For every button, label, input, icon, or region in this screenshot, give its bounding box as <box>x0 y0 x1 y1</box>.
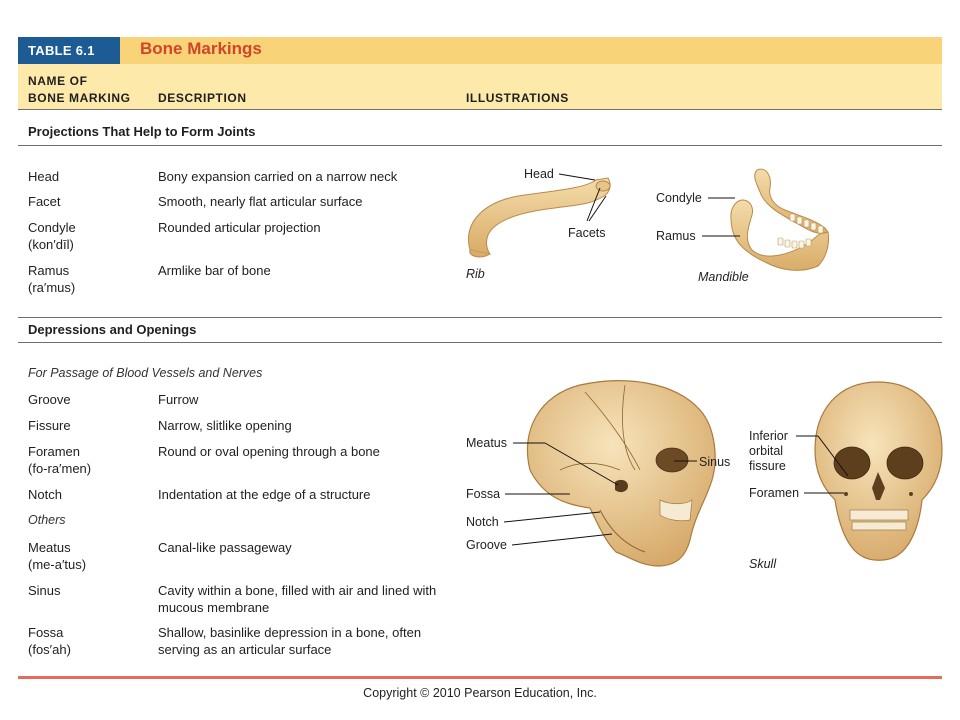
rib-label-facets: Facets <box>568 226 606 240</box>
subsection-others: Others <box>28 513 66 527</box>
desc-fossa: Shallow, basinlike depression in a bone,… <box>158 625 422 657</box>
section-divider <box>18 145 942 146</box>
term-head: Head <box>28 169 60 184</box>
skull-label-sinus: Sinus <box>699 455 730 469</box>
column-header-name-line2: BONE MARKING <box>28 91 131 105</box>
desc-facet: Smooth, nearly flat articular surface <box>158 194 363 209</box>
pron-ramus: (ra′mus) <box>28 280 76 295</box>
desc-sinus: Cavity within a bone, filled with air an… <box>158 583 437 615</box>
column-header-name-line1: NAME OF <box>28 74 88 88</box>
mandible-label-condyle: Condyle <box>656 191 702 205</box>
desc-head: Bony expansion carried on a narrow neck <box>158 169 398 184</box>
rib-caption: Rib <box>466 267 485 281</box>
desc-notch: Indentation at the edge of a structure <box>158 487 371 502</box>
column-header-illustrations: ILLUSTRATIONS <box>466 91 569 105</box>
column-header-name: NAME OF BONE MARKING <box>28 73 131 107</box>
skull-label-groove: Groove <box>466 538 507 552</box>
leader-line <box>588 195 607 222</box>
copyright-notice: Copyright © 2010 Pearson Education, Inc. <box>363 686 597 700</box>
term-fossa: Fossa(fos′ah) <box>28 625 71 657</box>
pron-fossa: (fos′ah) <box>28 642 71 657</box>
subsection-blood-vessels: For Passage of Blood Vessels and Nerves <box>28 366 263 380</box>
term-condyle: Condyle(kon′dīl) <box>28 220 76 252</box>
desc-meatus: Canal-like passageway <box>158 540 292 555</box>
skull-caption: Skull <box>749 557 777 571</box>
term-sinus: Sinus <box>28 583 61 598</box>
footer-rule <box>18 676 942 679</box>
section-divider <box>18 342 942 343</box>
skull-label-fissure-line3: fissure <box>749 459 786 473</box>
term-groove: Groove <box>28 392 71 407</box>
table-title: Bone Markings <box>140 39 262 58</box>
term-meatus: Meatus(me-a′tus) <box>28 540 87 572</box>
header-divider <box>18 109 942 110</box>
desc-foramen: Round or oval opening through a bone <box>158 444 380 459</box>
term-notch: Notch <box>28 487 62 502</box>
table-number: TABLE 6.1 <box>18 37 120 64</box>
lateral-skull-illustration <box>526 380 716 567</box>
term-fissure: Fissure <box>28 418 71 433</box>
skull-label-fissure-line2: orbital <box>749 444 783 458</box>
skull-label-foramen: Foramen <box>749 486 799 500</box>
skull-label-meatus: Meatus <box>466 436 507 450</box>
section-title-depressions: Depressions and Openings <box>28 322 197 337</box>
leader-line <box>503 511 601 523</box>
pron-meatus: (me-a′tus) <box>28 557 87 572</box>
term-foramen: Foramen(fo-ra′men) <box>28 444 92 476</box>
leader-line <box>544 442 619 486</box>
pron-foramen: (fo-ra′men) <box>28 461 92 476</box>
frontal-skull-illustration <box>814 381 943 561</box>
term-ramus: Ramus(ra′mus) <box>28 263 76 295</box>
leader-line <box>558 173 596 181</box>
mandible-illustration <box>730 168 829 271</box>
mandible-caption: Mandible <box>698 270 749 284</box>
skull-label-fissure-line1: Inferior <box>749 429 788 443</box>
table-title-strip <box>18 37 942 64</box>
pron-condyle: (kon′dīl) <box>28 237 74 252</box>
term-facet: Facet <box>28 194 61 209</box>
desc-condyle: Rounded articular projection <box>158 220 321 235</box>
desc-groove: Furrow <box>158 392 199 407</box>
section-divider <box>18 317 942 318</box>
leader-line <box>511 533 613 546</box>
rib-label-head: Head <box>524 167 554 181</box>
desc-ramus: Armlike bar of bone <box>158 263 271 278</box>
leader-line <box>817 435 849 477</box>
skull-label-notch: Notch <box>466 515 499 529</box>
leader-line <box>586 187 601 222</box>
section-title-projections: Projections That Help to Form Joints <box>28 124 256 139</box>
desc-fissure: Narrow, slitlike opening <box>158 418 292 433</box>
mandible-label-ramus: Ramus <box>656 229 696 243</box>
rib-illustration <box>468 177 611 258</box>
column-header-description: DESCRIPTION <box>158 91 247 105</box>
skull-label-fossa: Fossa <box>466 487 500 501</box>
